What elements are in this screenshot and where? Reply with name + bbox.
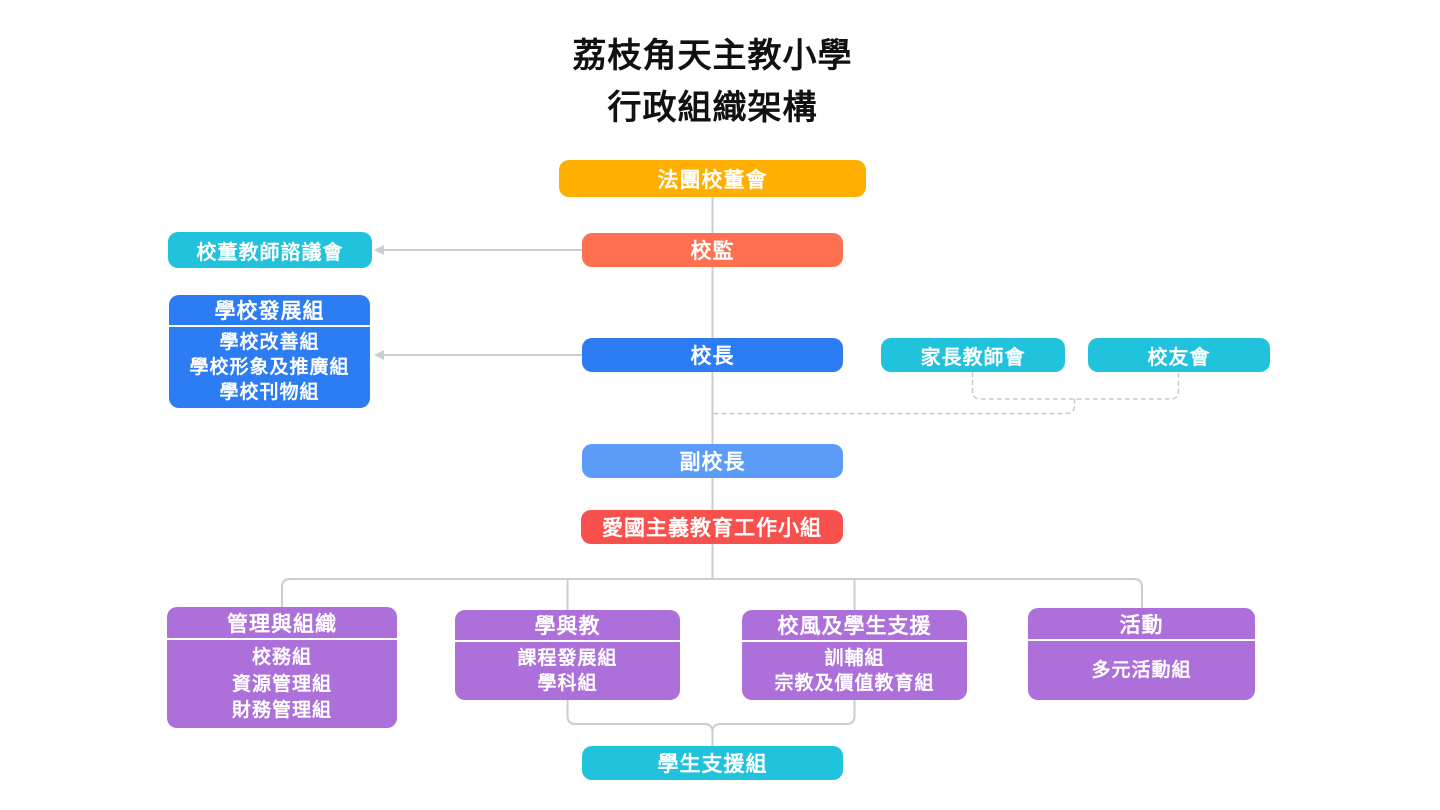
chart-title: 荔枝角天主教小學 行政組織架構 <box>0 30 1425 134</box>
node-pta-label: 家長教師會 <box>920 344 1026 369</box>
group-teaching-header: 學與教 <box>455 610 680 642</box>
node-development-header: 學校發展組 <box>169 295 370 327</box>
group-management-item: 資源管理組 <box>231 672 332 695</box>
group-activities: 活動 多元活動組 <box>1028 608 1255 700</box>
dashed-pta-alumni <box>971 372 1180 400</box>
node-vice-principal: 副校長 <box>582 444 843 478</box>
chart-title-line2: 行政組織架構 <box>607 88 818 128</box>
node-development-item: 學校改善組 <box>219 331 320 353</box>
merge-right-student-support <box>711 700 856 746</box>
node-advisory-label: 校董教師諮議會 <box>196 239 344 264</box>
node-advisory: 校董教師諮議會 <box>168 232 372 268</box>
node-patriotic-group-label: 愛國主義教育工作小組 <box>602 516 822 540</box>
node-student-support-label: 學生支援組 <box>657 752 768 776</box>
group-management-item: 財務管理組 <box>231 699 332 722</box>
group-ethos-support-item: 宗教及價值教育組 <box>774 672 935 695</box>
group-teaching-item: 課程發展組 <box>517 646 618 669</box>
merge-left-student-support <box>566 700 714 746</box>
group-management-header: 管理與組織 <box>167 607 397 640</box>
group-ethos-support-item: 訓輔組 <box>824 646 885 669</box>
node-supervisor-label: 校監 <box>690 239 735 263</box>
node-student-support: 學生支援組 <box>582 746 843 780</box>
branch-horizontal <box>281 578 1143 608</box>
group-activities-item: 多元活動組 <box>1091 659 1192 681</box>
arrowhead-advisory <box>374 245 384 255</box>
node-principal: 校長 <box>582 338 843 372</box>
group-teaching-item: 學科組 <box>537 672 598 695</box>
group-ethos-support-header: 校風及學生支援 <box>742 610 967 642</box>
node-pta: 家長教師會 <box>881 338 1065 372</box>
chart-title-line1: 荔枝角天主教小學 <box>572 36 853 76</box>
group-management-item: 校務組 <box>251 645 312 668</box>
arrowhead-development <box>374 350 384 360</box>
node-patriotic-group: 愛國主義教育工作小組 <box>581 510 843 544</box>
group-management: 管理與組織 校務組 資源管理組 財務管理組 <box>167 607 397 728</box>
node-supervisor: 校監 <box>582 233 843 267</box>
group-activities-header: 活動 <box>1028 608 1255 641</box>
node-principal-label: 校長 <box>690 344 735 368</box>
node-board-label: 法團校董會 <box>657 167 768 192</box>
node-development-item: 學校形象及推廣組 <box>189 356 350 378</box>
node-vice-principal-label: 副校長 <box>679 450 746 474</box>
node-alumni-label: 校友會 <box>1147 344 1211 369</box>
node-development-item: 學校刊物組 <box>219 381 320 403</box>
group-teaching: 學與教 課程發展組 學科組 <box>455 610 680 700</box>
node-alumni: 校友會 <box>1088 338 1270 372</box>
node-board: 法團校董會 <box>559 160 866 197</box>
group-ethos-support: 校風及學生支援 訓輔組 宗教及價值教育組 <box>742 610 967 700</box>
node-development: 學校發展組 學校改善組 學校形象及推廣組 學校刊物組 <box>169 295 370 408</box>
dashed-to-trunk <box>713 399 1076 415</box>
